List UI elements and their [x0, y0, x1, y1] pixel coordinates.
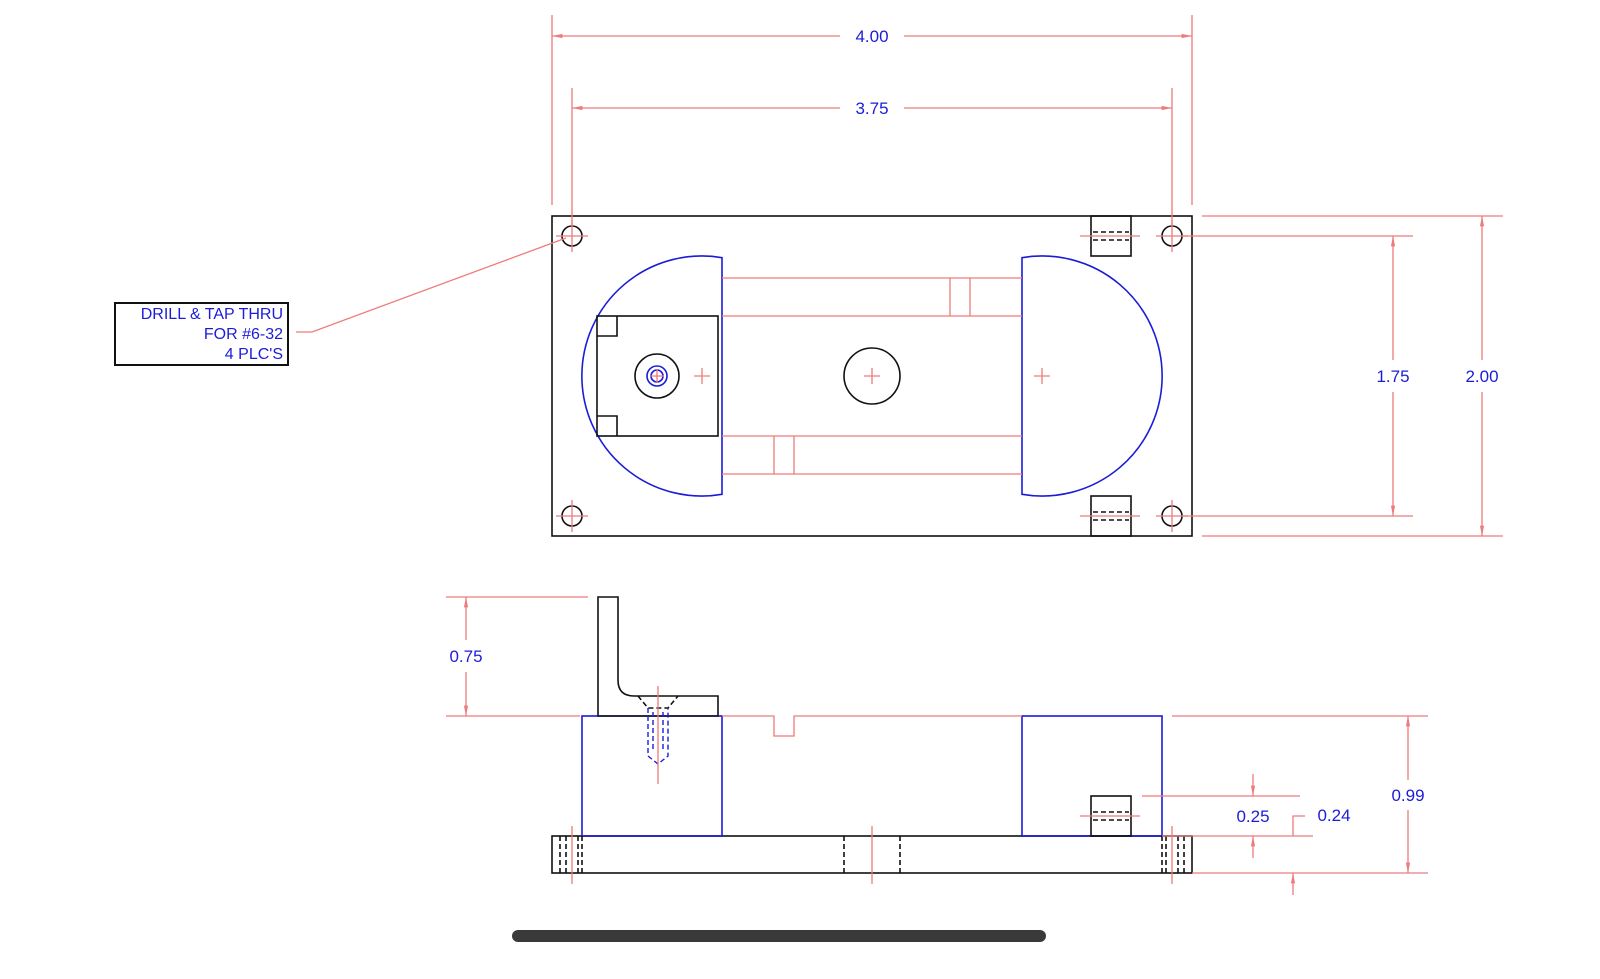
dim-hole-spacing-y: 1.75 [1376, 367, 1409, 386]
l-bracket [597, 596, 719, 717]
svg-text:4 PLC'S: 4 PLC'S [225, 346, 283, 363]
right-half-round-clamp [1021, 255, 1163, 497]
side-view [551, 596, 1193, 884]
dim-overall-height: 0.99 [1391, 786, 1424, 805]
center-hole [843, 347, 901, 405]
counterbore-circle [634, 353, 680, 399]
dim-overall-depth: 2.00 [1465, 367, 1498, 386]
dim-small-offset: 0.24 [1317, 806, 1350, 825]
drill-tap-note: DRILL & TAP THRU FOR #6-32 4 PLC'S [114, 237, 567, 366]
dim-hole-spacing-x: 3.75 [855, 99, 888, 118]
note-leader [296, 237, 567, 333]
dim-base-thickness: 0.25 [1236, 807, 1269, 826]
base-plate-outline [551, 215, 1193, 537]
right-clamp-side [1021, 715, 1163, 837]
top-view [551, 215, 1193, 537]
svg-text:FOR #6-32: FOR #6-32 [204, 326, 283, 343]
bracket-block [596, 315, 719, 437]
dim-overall-width: 4.00 [855, 27, 888, 46]
left-half-round-clamp [581, 255, 723, 497]
left-clamp-side [581, 715, 723, 837]
svg-text:DRILL & TAP THRU: DRILL & TAP THRU [141, 306, 283, 323]
horizontal-scrollbar[interactable] [512, 930, 1046, 942]
rails [722, 277, 1022, 475]
dim-bracket-height: 0.75 [449, 647, 482, 666]
